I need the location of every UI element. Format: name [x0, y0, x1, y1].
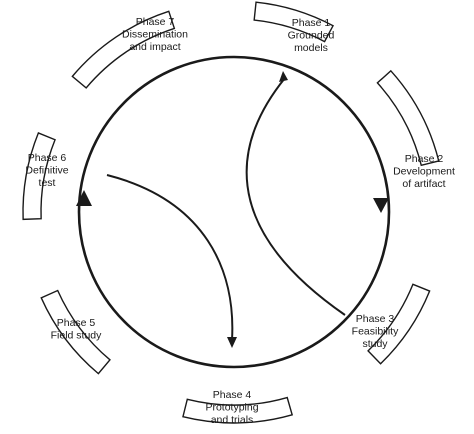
phase-box-segment: [253, 1, 335, 43]
phase-2-label-line: Phase 2: [405, 153, 444, 165]
phase-3-label-line: Feasibility: [352, 326, 399, 338]
cycle-circle: [77, 55, 391, 369]
phase-4-label-line: Phase 4: [213, 389, 252, 401]
direction-arrow-left: [76, 190, 92, 206]
inner-arrow-downward-head: [227, 337, 237, 348]
phase-7-label-line: Phase 7: [136, 16, 175, 28]
inner-arrow-upward: [245, 77, 346, 316]
phase-7-label-line: and impact: [129, 41, 180, 53]
phase-5-label-line: Phase 5: [57, 317, 96, 329]
phase-4-label-line: Prototyping: [205, 402, 258, 414]
phase-box-segment: [22, 132, 56, 221]
phase-1-label-line: models: [294, 42, 328, 54]
phase-box-segment: [367, 283, 431, 365]
inner-arrow-upward-head: [279, 71, 288, 82]
phase-1-label-line: Phase 1: [292, 17, 331, 29]
phase-box-segment: [71, 10, 176, 89]
phase-3-label-line: study: [362, 338, 388, 350]
phase-5-label-line: Field study: [51, 330, 103, 342]
phase-box-segment: [376, 69, 440, 167]
phase-box-segment: [182, 396, 294, 424]
phase-box-segment: [40, 289, 111, 375]
phase-6-label-line: Phase 6: [28, 152, 67, 164]
phase-6-label-line: test: [39, 177, 56, 189]
phase-6-label-line: Definitive: [25, 165, 68, 177]
phase-3-label-line: Phase 3: [356, 313, 395, 325]
phase-7-label-line: Dissemination: [122, 29, 188, 41]
phase-box-ring: [22, 1, 440, 424]
direction-arrow-right: [373, 198, 389, 213]
phase-2-label-line: Development: [393, 166, 455, 178]
phase-4-label-line: and trials: [211, 414, 254, 426]
inner-arrow-downward: [106, 174, 234, 341]
phase-1-label-line: Grounded: [288, 30, 335, 42]
phase-2-label-line: of artifact: [402, 178, 445, 190]
